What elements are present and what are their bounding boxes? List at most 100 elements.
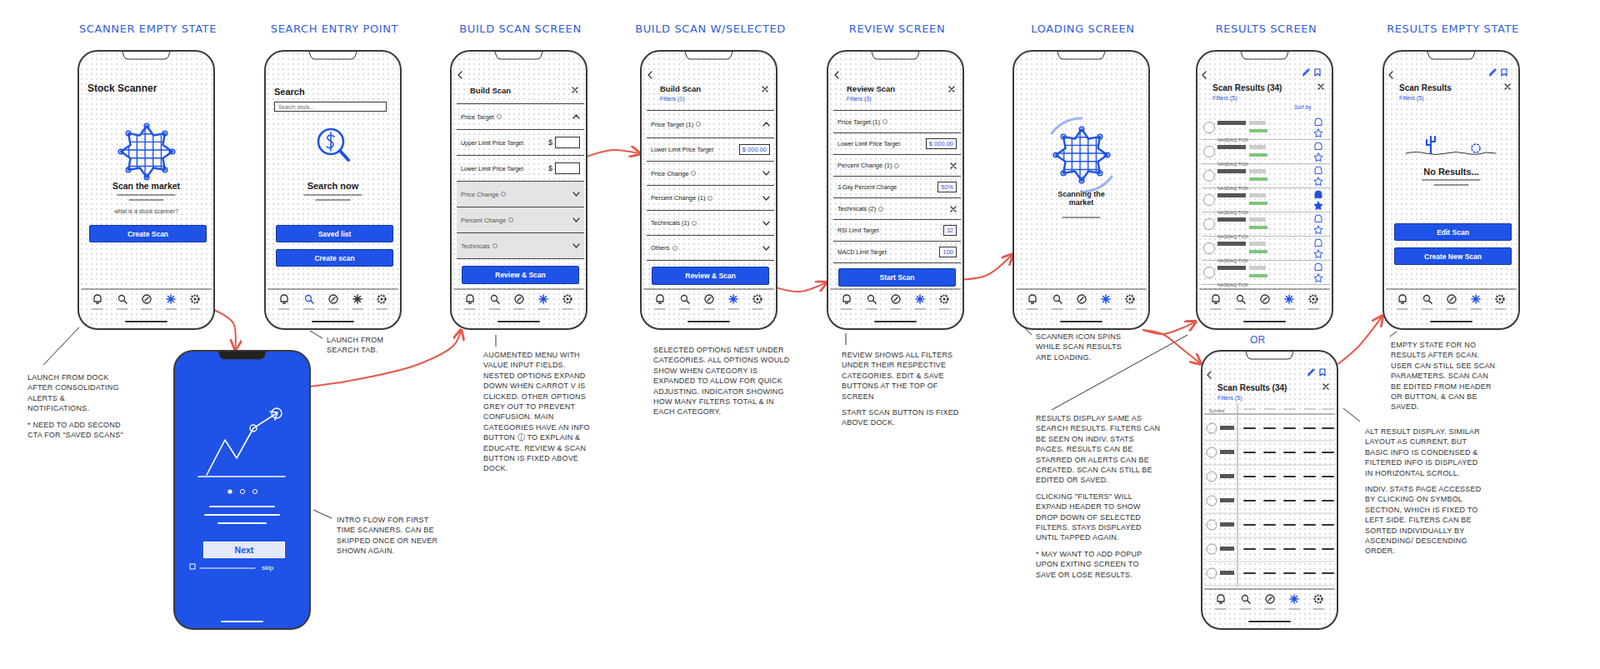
intro-phone: skipNext xyxy=(173,350,311,630)
sketch-path xyxy=(1029,295,1036,304)
item-label: Lower Limit Price Target xyxy=(460,165,524,172)
sketch-path xyxy=(1314,177,1323,186)
net-knot xyxy=(144,123,150,129)
sketch-line xyxy=(1240,608,1251,610)
phone-illustration xyxy=(173,350,311,630)
note-text: INTRO FLOW FOR FIRST TIME SCANNERS. CAN … xyxy=(336,515,439,557)
net-grid xyxy=(1055,129,1108,181)
sketch-path xyxy=(1318,84,1324,90)
sketch-line xyxy=(1422,308,1433,310)
item-label: Create Scan xyxy=(127,230,169,239)
item-label: Price Target xyxy=(460,113,495,121)
item-label: Price Change xyxy=(460,190,499,199)
search-field: Search stock... xyxy=(274,101,387,112)
item-label: RSI Limit Target xyxy=(837,227,880,234)
sketch-line xyxy=(1446,308,1457,310)
sketch-line xyxy=(1060,320,1102,323)
edit-icon xyxy=(1303,69,1310,76)
sketch-line xyxy=(129,200,164,201)
sketch-path xyxy=(1202,71,1206,79)
action-button: Saved list xyxy=(275,225,394,243)
annotation-note: INTRO FLOW FOR FIRST TIME SCANNERS. CAN … xyxy=(336,515,439,563)
sketch-line xyxy=(120,149,173,150)
dock-icon xyxy=(142,295,151,304)
screen-text: skip xyxy=(261,564,274,572)
sketch-path xyxy=(1314,250,1323,259)
dock-icon xyxy=(681,295,690,305)
column-heading: SEARCH ENTRY POINT xyxy=(224,23,445,36)
sketch-line xyxy=(465,308,475,310)
sketch-line xyxy=(312,320,354,323)
sketch-path xyxy=(572,87,578,93)
dock-icon xyxy=(1077,295,1086,304)
sketch-path xyxy=(1315,118,1322,125)
sketch-path xyxy=(1389,71,1393,79)
sketch-path xyxy=(1323,384,1329,390)
sketch-line xyxy=(1264,451,1275,454)
result-row-icons xyxy=(1201,187,1331,213)
sketch-path xyxy=(331,297,335,301)
result-row-icons xyxy=(1201,235,1331,261)
sketch-path xyxy=(1101,295,1110,304)
sketch-line xyxy=(1244,548,1255,550)
dock-icon xyxy=(1471,295,1480,304)
dock-icon xyxy=(1265,595,1275,604)
dock-icon xyxy=(353,295,362,304)
screen-text: Symbol xyxy=(1209,408,1225,414)
sketch-path xyxy=(124,300,128,305)
sketch-line xyxy=(939,308,950,310)
sketch-line xyxy=(1322,500,1334,502)
filter-row: Price Target xyxy=(456,103,585,130)
annotation-note: AUGMENTED MENU WITH VALUE INPUT FIELDS. … xyxy=(483,350,590,480)
sketch-line xyxy=(120,141,173,143)
item-label: Technicals (2) xyxy=(837,205,876,213)
filter-row: Lower Limit Price Target$ 000.00 xyxy=(646,137,775,162)
filter-row: Percent Change (1) xyxy=(833,154,961,177)
action-button: Review & Scan xyxy=(461,265,580,285)
info-button xyxy=(508,217,514,223)
sketch-path xyxy=(763,122,770,126)
sketch-line xyxy=(514,308,525,310)
sketch-line xyxy=(1237,403,1239,587)
sketch-path xyxy=(340,150,349,160)
sketch-path xyxy=(1505,84,1510,90)
dock-icon xyxy=(119,295,128,305)
chevron-icon xyxy=(572,114,580,120)
chevron-icon xyxy=(762,220,770,226)
result-row: NASDAQ:TICK xyxy=(1201,163,1331,189)
net-knot xyxy=(162,167,168,173)
annotation-note: OR xyxy=(1250,333,1284,354)
net-knot xyxy=(1079,126,1085,132)
sketch-line xyxy=(875,320,916,323)
sketch-path xyxy=(1081,176,1112,192)
sketch-line xyxy=(144,125,145,178)
sketch-path xyxy=(517,297,521,301)
sketch-line xyxy=(752,308,763,310)
item-label: Lower Limit Price Target xyxy=(837,140,900,147)
sketch-path xyxy=(1450,297,1454,301)
leader-line xyxy=(1343,408,1360,422)
sketch-line xyxy=(1313,608,1324,610)
sketch-path xyxy=(763,196,770,200)
close-icon xyxy=(1323,384,1329,390)
sketch-path xyxy=(1315,190,1322,198)
sketch-path xyxy=(1247,600,1251,605)
dock-icon xyxy=(656,295,664,304)
dock-icon xyxy=(166,295,175,304)
chevron-icon xyxy=(762,121,770,127)
sketch-line xyxy=(1264,500,1275,502)
sketch-line xyxy=(1304,572,1315,575)
sketch-line xyxy=(376,308,387,310)
item-label: Create scan xyxy=(314,254,355,263)
sketch-path xyxy=(166,295,175,304)
close-icon xyxy=(950,162,957,170)
sketch-path xyxy=(218,351,266,360)
sketch-line xyxy=(1284,548,1295,550)
sketch-line xyxy=(1322,475,1334,478)
sketch-path xyxy=(1217,595,1225,604)
sketch-line xyxy=(688,320,730,323)
sketch-line xyxy=(200,567,255,569)
sketch-path xyxy=(1285,295,1294,304)
sketch-path xyxy=(871,51,920,60)
sketch-line xyxy=(1284,308,1295,310)
